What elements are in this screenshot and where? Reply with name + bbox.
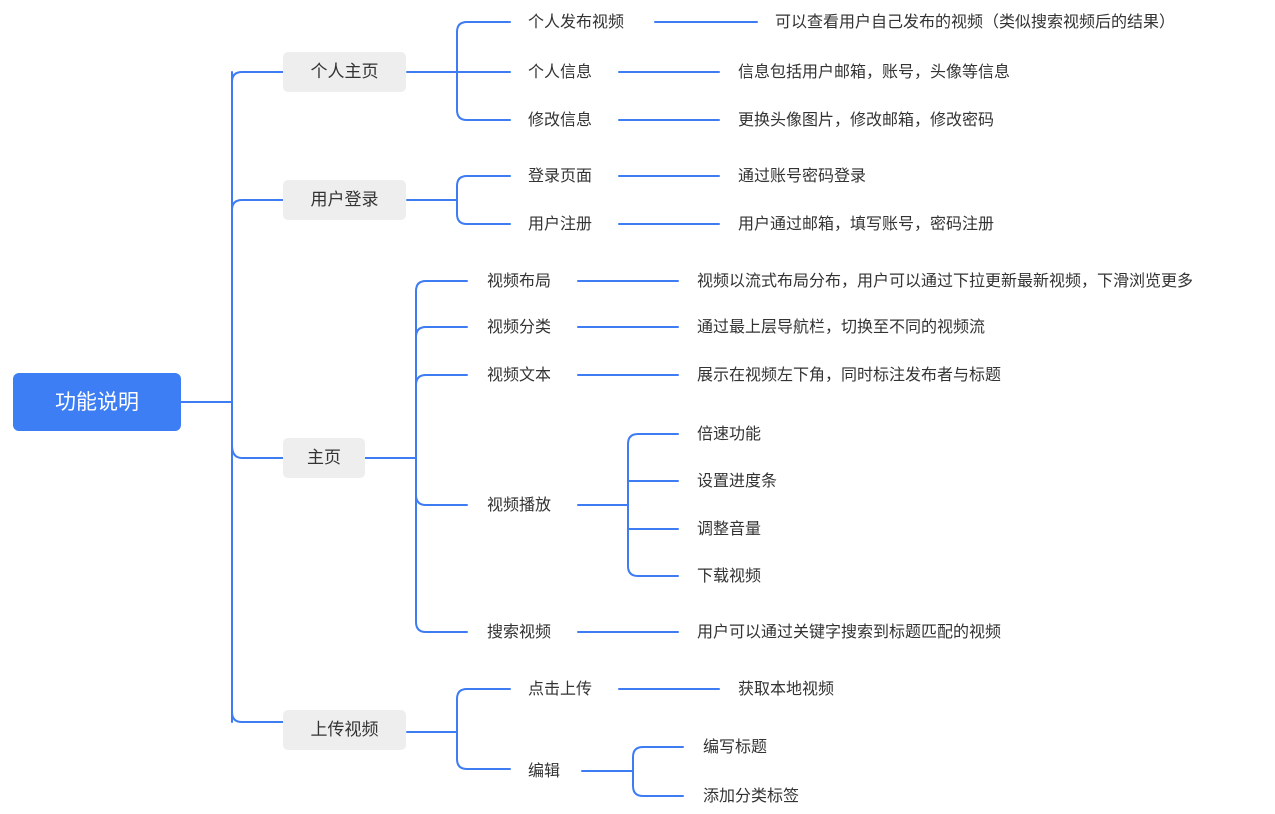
connector-branch-personal: [406, 21, 511, 121]
branch-personal-home[interactable]: 个人主页: [283, 52, 406, 92]
connector-branch-upload: [406, 688, 511, 770]
connector-root-trunk: [180, 71, 284, 723]
branch-user-login[interactable]: 用户登录: [283, 180, 406, 220]
detail-edit-info[interactable]: 更换头像图片，修改邮箱，修改密码: [738, 110, 995, 129]
detail-search-video[interactable]: 用户可以通过关键字搜索到标题匹配的视频: [697, 622, 1002, 641]
detail-video-layout[interactable]: 视频以流式布局分布，用户可以通过下拉更新最新视频，下滑浏览更多: [697, 271, 1194, 290]
subtopic-edit-info[interactable]: 修改信息: [528, 110, 593, 129]
subtopic-video-playback[interactable]: 视频播放: [487, 495, 552, 514]
item-volume[interactable]: 调整音量: [697, 519, 762, 538]
subtopic-video-category[interactable]: 视频分类: [487, 317, 552, 336]
item-download-video[interactable]: 下载视频: [697, 566, 762, 585]
branch-upload-video[interactable]: 上传视频: [283, 710, 406, 750]
detail-personal-videos[interactable]: 可以查看用户自己发布的视频（类似搜索视频后的结果）: [775, 12, 1176, 31]
connector-details-login: [618, 175, 720, 225]
item-write-title[interactable]: 编写标题: [703, 737, 768, 756]
subtopic-personal-info[interactable]: 个人信息: [528, 62, 593, 81]
subtopic-personal-videos[interactable]: 个人发布视频: [528, 12, 625, 31]
item-progress-bar[interactable]: 设置进度条: [697, 471, 778, 490]
subtopic-search-video[interactable]: 搜索视频: [487, 622, 552, 641]
root-topic[interactable]: 功能说明: [13, 373, 181, 431]
item-playback-speed[interactable]: 倍速功能: [697, 424, 762, 443]
detail-video-category[interactable]: 通过最上层导航栏，切换至不同的视频流: [697, 317, 986, 336]
subtopic-click-upload[interactable]: 点击上传: [528, 679, 593, 698]
detail-register[interactable]: 用户通过邮箱，填写账号，密码注册: [738, 214, 995, 233]
connector-branch-home: [364, 280, 468, 633]
detail-click-upload[interactable]: 获取本地视频: [738, 679, 835, 698]
subtopic-edit[interactable]: 编辑: [528, 761, 561, 780]
connector-playback-items: [577, 433, 679, 577]
subtopic-login-page[interactable]: 登录页面: [528, 166, 593, 185]
detail-video-text[interactable]: 展示在视频左下角，同时标注发布者与标题: [697, 365, 1002, 384]
subtopic-video-text[interactable]: 视频文本: [487, 365, 552, 384]
connector-edit-items: [581, 746, 684, 797]
item-add-category-tag[interactable]: 添加分类标签: [703, 786, 800, 805]
detail-login-page[interactable]: 通过账号密码登录: [738, 166, 867, 185]
connector-details-personal: [618, 21, 758, 121]
connector-branch-login: [406, 175, 511, 225]
branch-home[interactable]: 主页: [283, 438, 365, 478]
detail-personal-info[interactable]: 信息包括用户邮箱，账号，头像等信息: [738, 62, 1011, 81]
connector-details-home: [577, 280, 679, 633]
subtopic-video-layout[interactable]: 视频布局: [487, 271, 552, 290]
subtopic-register[interactable]: 用户注册: [528, 214, 593, 233]
